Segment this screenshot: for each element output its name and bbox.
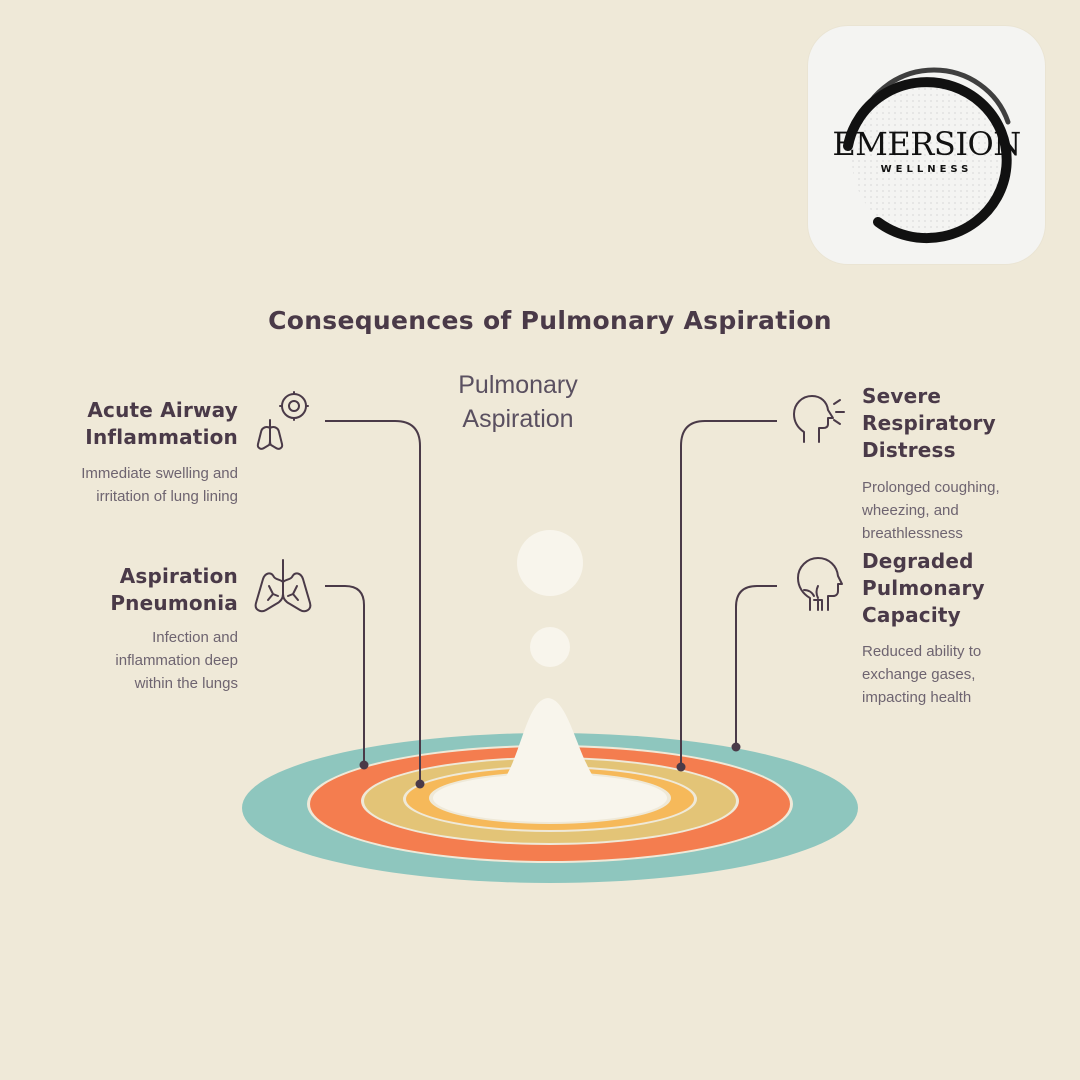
description-degraded-pulmonary-capacity: Reduced ability to exchange gases, impac…	[862, 643, 982, 706]
center-label: Pulmonary Aspiration	[458, 371, 578, 433]
connector-dot-acute-airway	[415, 779, 425, 789]
lungs-icon	[254, 559, 312, 613]
connector-dot-severe-respiratory	[676, 762, 686, 772]
brand-logo: EMERSION WELLNESS	[808, 26, 1045, 264]
lungs-virus-icon	[256, 391, 309, 450]
diagram-title: Consequences of Pulmonary Aspiration	[268, 306, 832, 335]
logo-subtitle: WELLNESS	[880, 164, 973, 175]
connector-acute-airway	[325, 420, 421, 784]
logo-name: EMERSION	[832, 125, 1021, 163]
description-severe-respiratory-distress: Prolonged coughing, wheezing, and breath…	[862, 479, 1000, 542]
heading-severe-respiratory-distress: Severe Respiratory Distress	[862, 384, 996, 462]
heading-degraded-pulmonary-capacity: Degraded Pulmonary Capacity	[862, 549, 985, 627]
description-acute-airway-inflammation: Immediate swelling and irritation of lun…	[81, 465, 238, 505]
connector-aspiration-pneumonia	[325, 585, 365, 765]
head-airway-icon	[797, 557, 843, 611]
droplet-large	[517, 530, 583, 596]
connector-severe-respiratory	[680, 420, 777, 767]
heading-aspiration-pneumonia: Aspiration Pneumonia	[110, 564, 238, 615]
connector-dot-degraded-capacity	[731, 742, 741, 752]
splash-peak	[478, 698, 622, 798]
description-aspiration-pneumonia: Infection and inflammation deep within t…	[115, 629, 238, 692]
logo-ring-icon	[843, 67, 1012, 244]
connector-dot-aspiration-pneumonia	[359, 760, 369, 770]
droplet-small	[530, 627, 570, 667]
heading-acute-airway-inflammation: Acute Airway Inflammation	[85, 398, 238, 449]
head-breathing-icon	[793, 395, 845, 443]
connector-degraded-capacity	[735, 585, 777, 747]
